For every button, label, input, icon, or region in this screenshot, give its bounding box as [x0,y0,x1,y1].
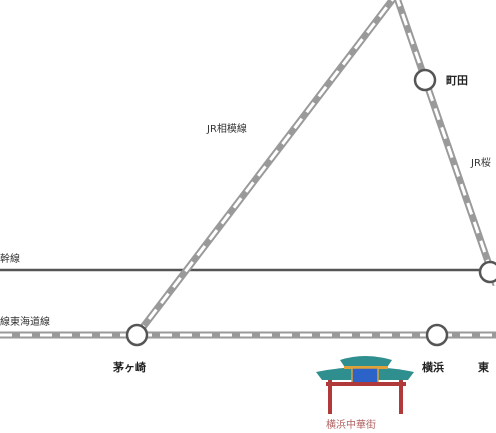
yokohama-line [394,0,496,287]
station-chigasaki-label: 茅ヶ崎 [113,360,146,374]
chinatown-gate-icon [316,356,414,414]
tokaido-line-label: 線東海道線 [0,315,50,328]
station-yokohama-label: 横浜 [422,360,444,374]
station-junction-marker[interactable] [478,260,496,284]
sagami-line [134,0,397,338]
sagami-line-label: JR相模線 [206,122,247,135]
station-chigasaki-marker[interactable] [125,323,149,347]
station-tokyo-label: 東 [478,360,490,374]
station-machida-label: 町田 [446,74,468,87]
yokohama-line-label: JR桜 [470,156,491,169]
station-yokohama-marker[interactable] [425,323,449,347]
chinatown-label: 横浜中華街 [326,418,376,431]
shinkansen-line-label: 幹線 [0,252,20,265]
station-machida-marker[interactable] [413,68,437,92]
